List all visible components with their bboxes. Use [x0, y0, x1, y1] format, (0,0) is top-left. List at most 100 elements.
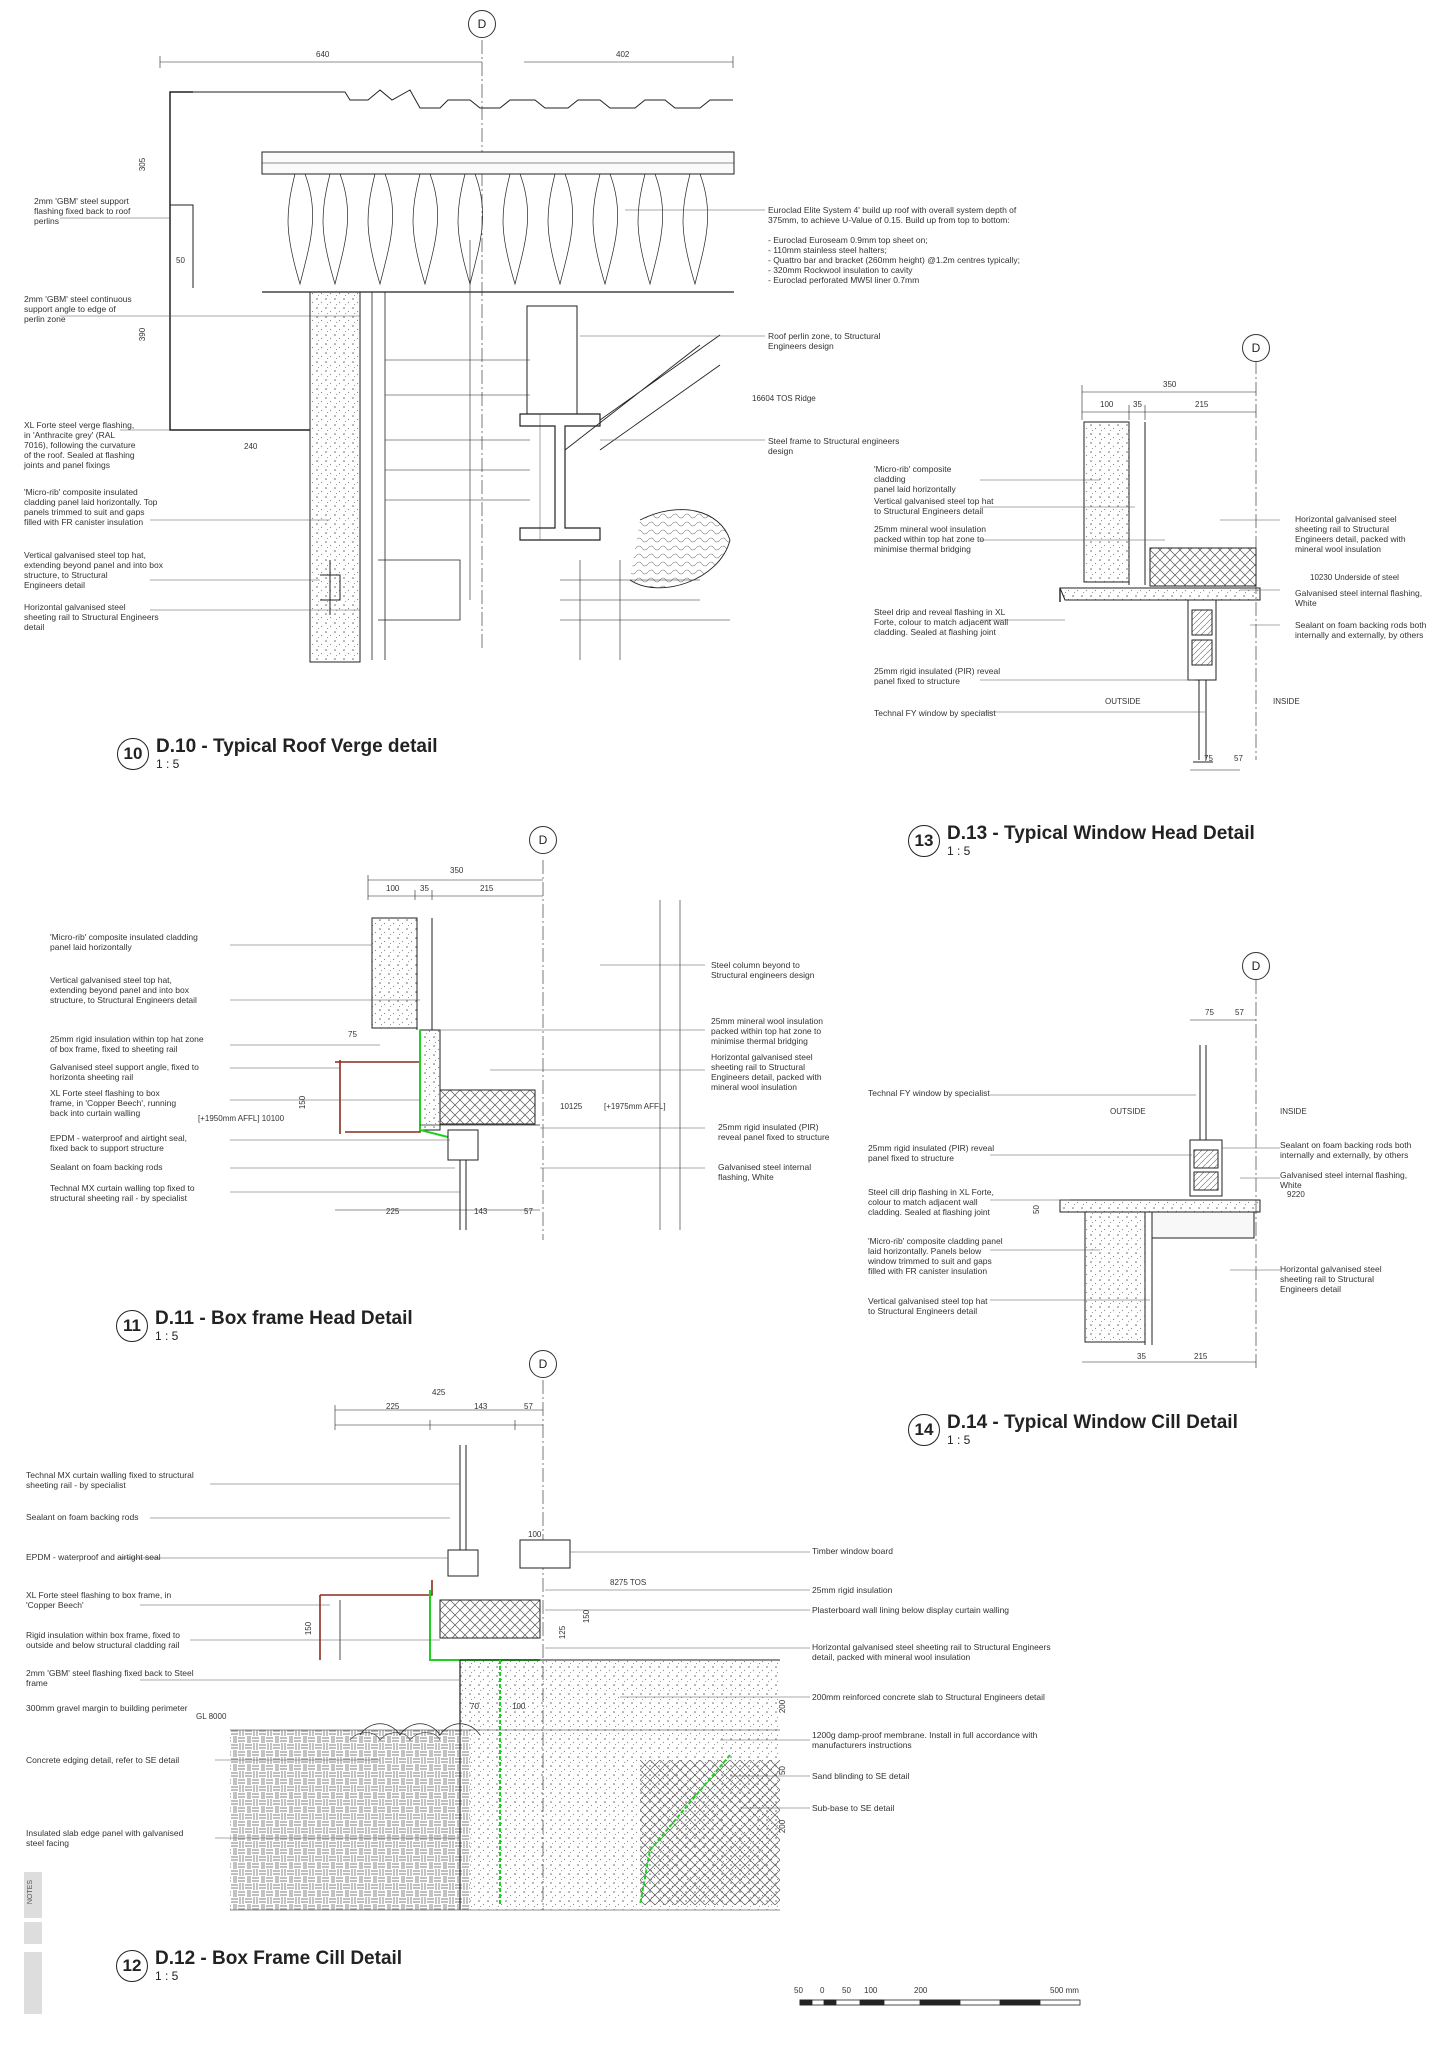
note: 'Micro-rib' composite cladding panel lai…	[868, 1236, 1003, 1276]
scalebar-tick: 50	[794, 1986, 803, 1995]
dim: 215	[480, 884, 494, 893]
note: 25mm rigid insulated (PIR) reveal panel …	[868, 1143, 995, 1163]
note: 2mm 'GBM' steel flashing fixed back to S…	[26, 1668, 194, 1688]
dim: 200	[778, 1819, 788, 1834]
level-label: 8275 TOS	[610, 1578, 647, 1587]
scalebar-tick: 50	[842, 1986, 851, 1995]
detail-number: 14	[908, 1414, 940, 1446]
note: 25mm rigid insulation within top hat zon…	[50, 1034, 204, 1054]
note: XL Forte steel flashing to box frame, in…	[26, 1590, 172, 1610]
note: Vertical galvanised steel top hat, exten…	[24, 550, 163, 590]
level-label: 16604 TOS Ridge	[752, 394, 816, 403]
detail-d13-drawing	[1059, 360, 1261, 771]
note: 200mm reinforced concrete slab to Struct…	[812, 1692, 1045, 1702]
detail-scale: 1 : 5	[155, 1329, 179, 1343]
note: Steel frame to Structural engineers desi…	[768, 436, 900, 456]
dim: 35	[420, 884, 429, 893]
dim: 150	[582, 1609, 592, 1624]
dim: 75	[348, 1030, 357, 1039]
level-label: 9220	[1287, 1190, 1305, 1199]
note: Steel cill drip flashing in XL Forte, co…	[868, 1187, 994, 1217]
notes-tab: NOTES	[24, 1872, 42, 1918]
dim: 240	[244, 442, 258, 451]
detail-d12-drawing	[230, 1380, 780, 1911]
note: Galvanised steel internal flashing, Whit…	[1295, 588, 1423, 608]
note: Sealant on foam backing rods	[26, 1512, 139, 1522]
detail-name: D.14 - Typical Window Cill Detail	[947, 1412, 1238, 1433]
scalebar-tick: 100	[864, 1986, 878, 1995]
grid-marker-d: D	[529, 1350, 557, 1378]
dim: 425	[432, 1388, 446, 1397]
note: 2mm 'GBM' steel support flashing fixed b…	[34, 196, 131, 226]
note: 25mm rigid insulated (PIR) reveal panel …	[874, 666, 1001, 686]
detail-number: 11	[116, 1310, 148, 1342]
grid-marker-d: D	[1242, 952, 1270, 980]
note: Technal FY window by specialist	[874, 708, 996, 718]
level-label: [+1950mm AFFL] 10100	[198, 1114, 285, 1123]
detail-name: D.13 - Typical Window Head Detail	[947, 823, 1255, 844]
detail-number: 12	[116, 1950, 148, 1982]
dim: 75	[1204, 754, 1213, 763]
note: Plasterboard wall lining below display c…	[812, 1605, 1010, 1615]
dim: 215	[1195, 400, 1209, 409]
leader-lines	[60, 209, 1280, 1839]
dim: 225	[386, 1402, 400, 1411]
note: Insulated slab edge panel with galvanise…	[26, 1828, 184, 1848]
detail-name: D.11 - Box frame Head Detail	[155, 1308, 413, 1329]
note: Sealant on foam backing rods both intern…	[1280, 1140, 1412, 1160]
dim: 100	[386, 884, 400, 893]
detail-scale: 1 : 5	[947, 844, 971, 858]
note: Vertical galvanised steel top hat to Str…	[874, 496, 994, 516]
scalebar-tick: 0	[820, 1986, 825, 1995]
dim: 150	[304, 1621, 314, 1636]
dim: 225	[386, 1207, 400, 1216]
dim: 150	[298, 1095, 308, 1110]
side-strip	[24, 1952, 42, 2014]
dim: 125	[558, 1625, 568, 1640]
note: Roof perlin zone, to Structural Engineer…	[768, 331, 881, 351]
note: Sub-base to SE detail	[812, 1803, 895, 1813]
level-label: 10230 Underside of steel	[1310, 573, 1399, 582]
dim: 50	[176, 256, 185, 265]
detail-scale: 1 : 5	[947, 1433, 971, 1447]
inside-label: INSIDE	[1273, 697, 1300, 706]
note: Euroclad Elite System 4' build up roof w…	[768, 205, 1020, 285]
note: Technal FY window by specialist	[868, 1088, 990, 1098]
note: Steel column beyond to Structural engine…	[711, 960, 815, 980]
dim: 143	[474, 1207, 488, 1216]
detail-number: 10	[117, 738, 149, 770]
inside-label: INSIDE	[1280, 1107, 1307, 1116]
scalebar-graphic	[799, 1999, 1081, 2006]
detail-number: 13	[908, 825, 940, 857]
detail-scale: 1 : 5	[155, 1969, 179, 1983]
note: Rigid insulation within box frame, fixed…	[26, 1630, 181, 1650]
note: 2mm 'GBM' steel continuous support angle…	[24, 294, 132, 324]
note: 'Micro-rib' composite insulated cladding…	[50, 932, 198, 952]
dim: 50	[777, 1766, 787, 1775]
note: XL Forte steel flashing to box frame, in…	[50, 1088, 177, 1118]
side-strip	[24, 1922, 42, 1944]
note: Galvanised steel internal flashing, Whit…	[1280, 1170, 1408, 1190]
level-label: GL 8000	[196, 1712, 227, 1721]
outside-label: OUTSIDE	[1105, 697, 1141, 706]
dim: 200	[778, 1699, 788, 1714]
note: 1200g damp-proof membrane. Install in fu…	[812, 1730, 1038, 1750]
note: Vertical galvanised steel top hat, exten…	[50, 975, 197, 1005]
note: 'Micro-rib' composite cladding panel lai…	[874, 464, 956, 494]
dim: 100	[528, 1530, 542, 1539]
note: EPDM - waterproof and airtight seal, fix…	[50, 1133, 188, 1153]
dim: 50	[1031, 1205, 1041, 1214]
dim: 215	[1194, 1352, 1208, 1361]
dim: 390	[138, 327, 148, 342]
dim: 57	[524, 1402, 533, 1411]
grid-marker-d: D	[1242, 334, 1270, 362]
detail-d10-drawing	[159, 40, 735, 663]
note: Horizontal galvanised steel sheeting rai…	[24, 602, 159, 632]
note: 300mm gravel margin to building perimete…	[26, 1703, 188, 1713]
note: EPDM - waterproof and airtight seal	[26, 1552, 161, 1562]
dim: 402	[616, 50, 630, 59]
dim: 75	[1205, 1008, 1214, 1017]
note: Vertical galvanised steel top hat to Str…	[868, 1296, 988, 1316]
